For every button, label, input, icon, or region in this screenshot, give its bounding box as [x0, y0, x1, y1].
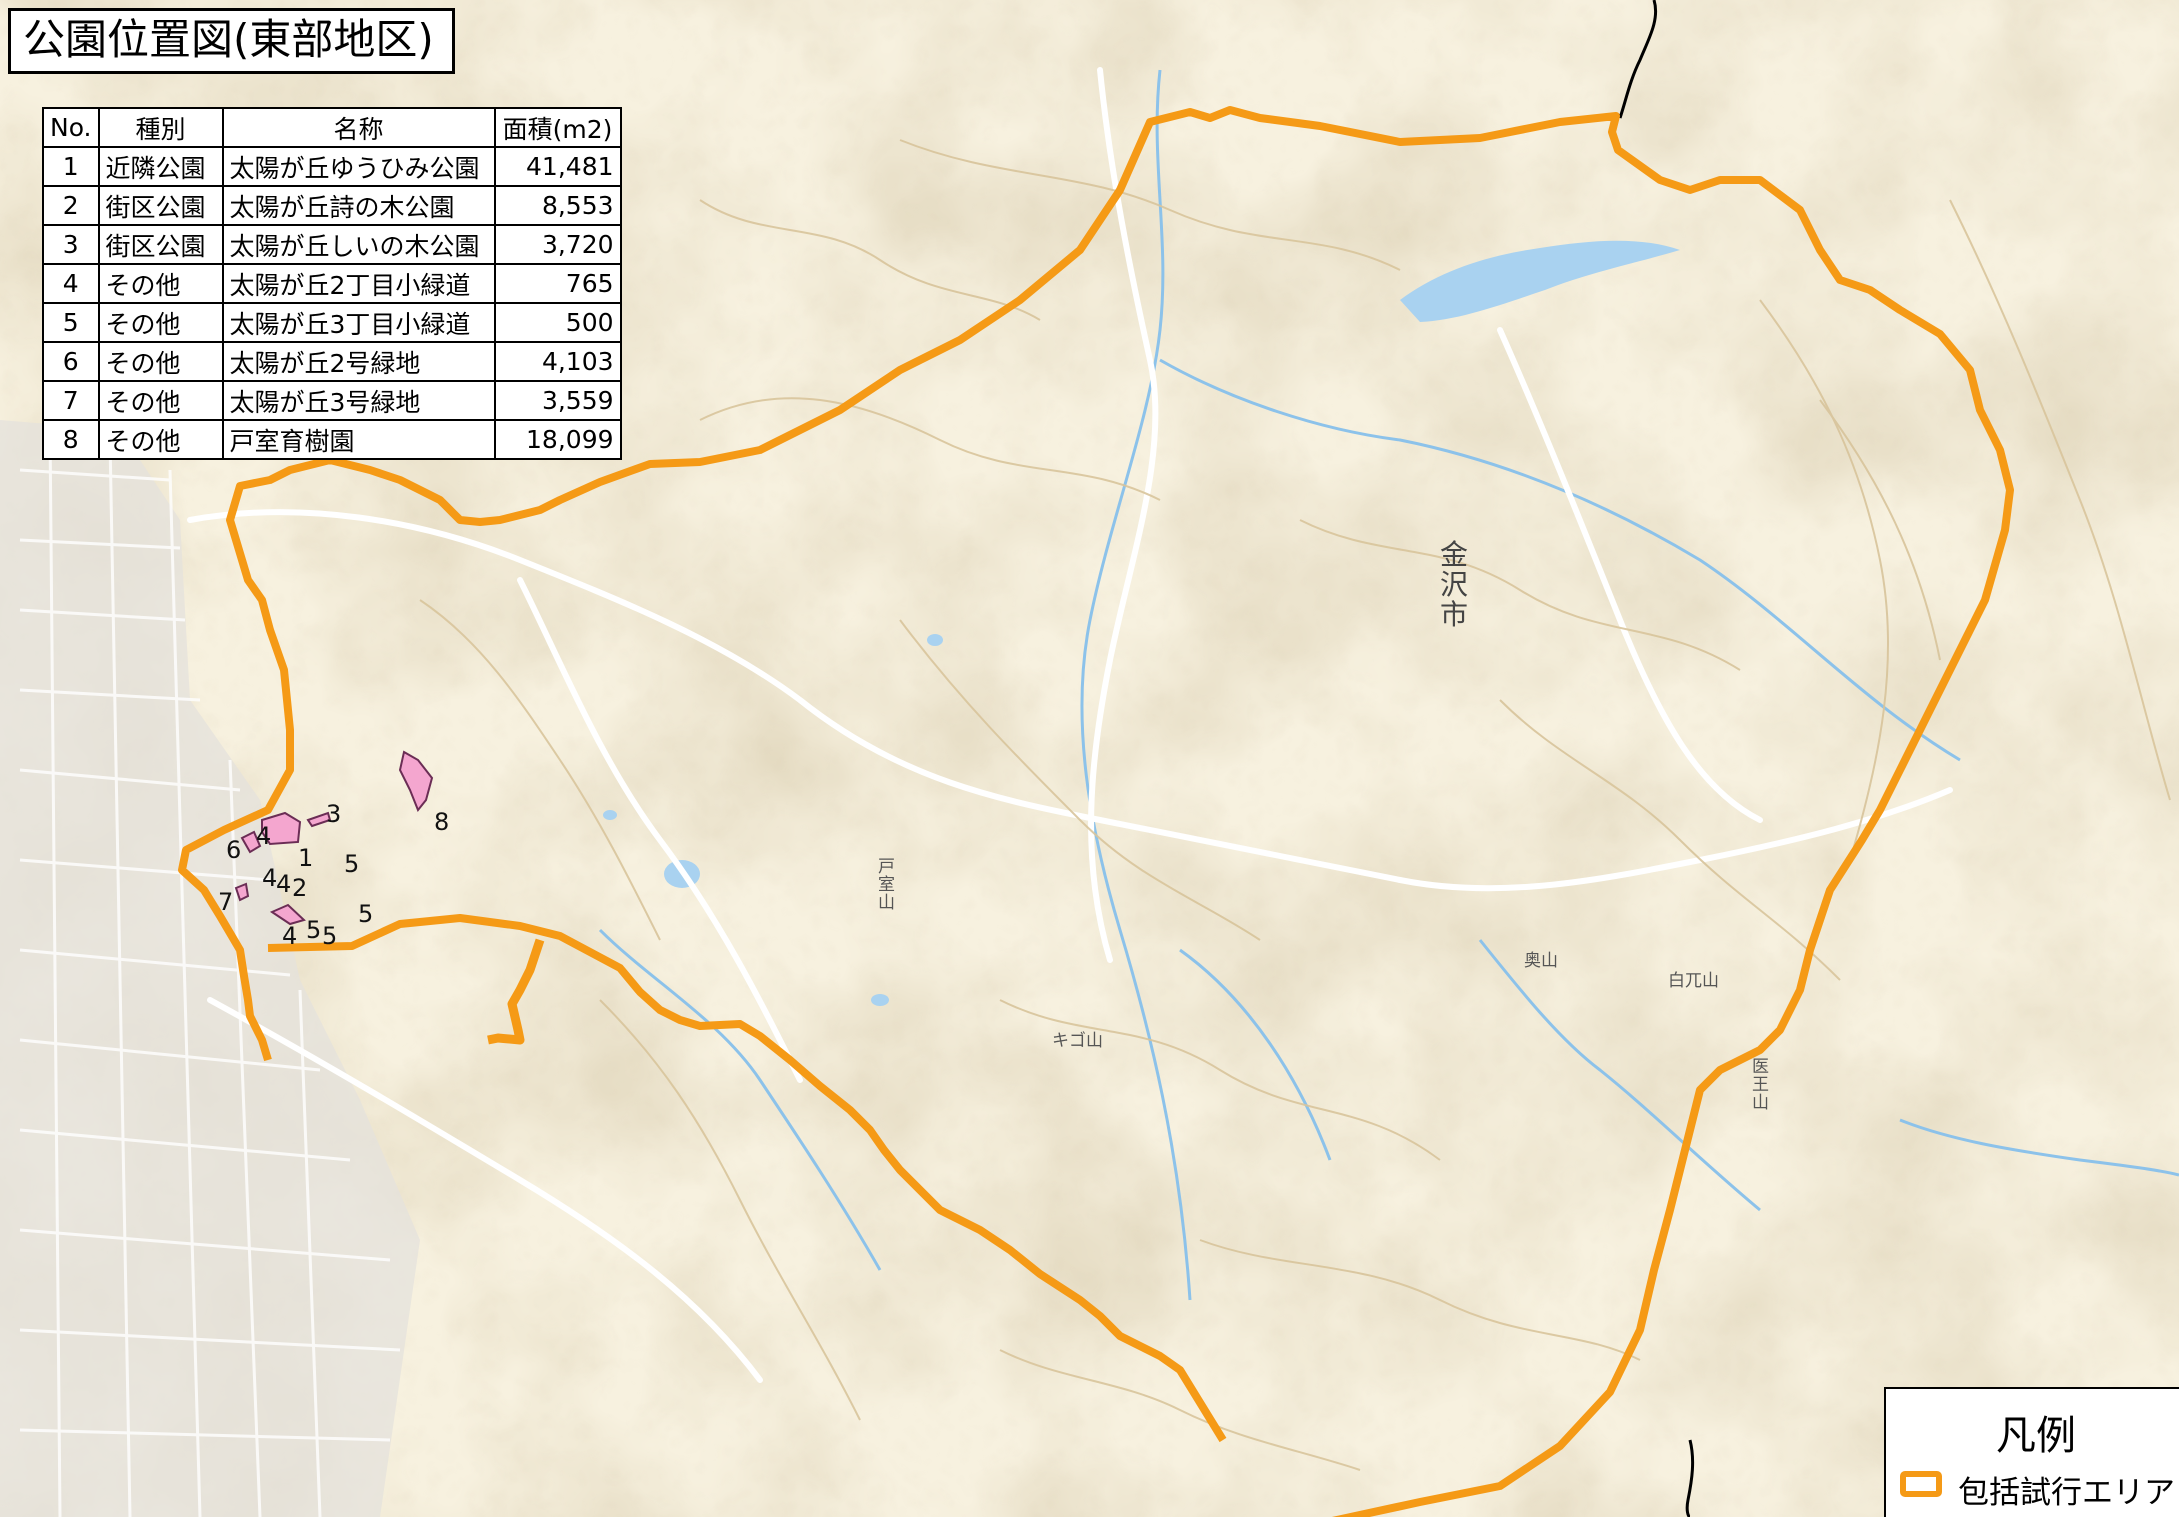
cell-name: 太陽が丘3丁目小緑道 — [221, 302, 496, 343]
table-row: 2 街区公園 太陽が丘詩の木公園 8,553 — [42, 185, 622, 226]
city-boundary-north — [1618, 0, 1658, 119]
contour-lines — [419, 139, 2171, 1471]
cell-name: 太陽が丘ゆうひみ公園 — [221, 146, 496, 187]
cell-name: 太陽が丘詩の木公園 — [221, 185, 496, 226]
mountain-label-iou: 医王山 — [1752, 1057, 1769, 1113]
park-area-6 — [240, 830, 262, 854]
cell-area: 41,481 — [493, 146, 622, 187]
park-marker-4: 4 — [262, 864, 278, 892]
header-area: 面積(m2) — [493, 107, 622, 148]
cell-area: 18,099 — [493, 419, 622, 460]
pond — [927, 634, 943, 646]
inclusive-trial-area-boundary-south — [267, 914, 1227, 1443]
cell-name: 太陽が丘2丁目小緑道 — [221, 263, 496, 304]
header-kind: 種別 — [97, 107, 224, 148]
inclusive-trial-area-boundary — [178, 106, 2014, 1517]
cell-kind: その他 — [97, 341, 224, 382]
park-area-3 — [306, 811, 332, 828]
reservoir — [1400, 240, 1680, 322]
park-area-7 — [234, 882, 250, 902]
park-marker-4: 4 — [282, 922, 298, 950]
cell-kind: 街区公園 — [97, 185, 224, 226]
park-table: No. 種別 名称 面積(m2) 1 近隣公園 太陽が丘ゆうひみ公園 41,48… — [42, 107, 622, 460]
cell-no: 7 — [42, 380, 100, 421]
cell-kind: その他 — [97, 302, 224, 343]
park-marker-3: 3 — [326, 800, 342, 828]
table-row: 5 その他 太陽が丘3丁目小緑道 500 — [42, 302, 622, 343]
mountain-label-shirohyo: 白兀山 — [1668, 971, 1719, 991]
park-marker-2: 2 — [292, 874, 308, 902]
map-legend: 凡例 包括試行エリア — [1884, 1387, 2179, 1517]
park-marker-5: 5 — [322, 922, 338, 950]
mountain-label-kibu: キゴ山 — [1052, 1031, 1103, 1051]
park-marker-7: 7 — [218, 888, 234, 916]
cell-no: 6 — [42, 341, 100, 382]
table-row: 6 その他 太陽が丘2号緑地 4,103 — [42, 341, 622, 382]
cell-area: 8,553 — [493, 185, 622, 226]
cell-area: 500 — [493, 302, 622, 343]
table-row: 7 その他 太陽が丘3号緑地 3,559 — [42, 380, 622, 421]
city-boundary-south — [1685, 1439, 1695, 1517]
cell-kind: 街区公園 — [97, 224, 224, 265]
cell-kind: 近隣公園 — [97, 146, 224, 187]
park-area-8 — [398, 750, 434, 812]
park-marker-6: 6 — [226, 836, 242, 864]
park-marker-4: 4 — [256, 822, 272, 850]
legend-label-trial-area: 包括試行エリア — [1958, 1475, 2175, 1511]
park-area-1 — [261, 811, 302, 846]
cell-no: 3 — [42, 224, 100, 265]
park-areas — [234, 750, 434, 926]
table-row: 1 近隣公園 太陽が丘ゆうひみ公園 41,481 — [42, 146, 622, 187]
cell-name: 太陽が丘しいの木公園 — [221, 224, 496, 265]
park-area-2 — [269, 903, 306, 926]
cell-kind: その他 — [97, 419, 224, 460]
cell-area: 4,103 — [493, 341, 622, 382]
cell-area: 3,559 — [493, 380, 622, 421]
table-row: 8 その他 戸室育樹園 18,099 — [42, 419, 622, 460]
cell-name: 太陽が丘2号緑地 — [221, 341, 496, 382]
pond — [871, 994, 889, 1006]
cell-name: 戸室育樹園 — [221, 419, 496, 460]
city-label: 金沢市 — [1439, 538, 1468, 631]
header-name: 名称 — [221, 107, 496, 148]
cell-no: 8 — [42, 419, 100, 460]
park-marker-5: 5 — [306, 916, 322, 944]
mountain-label-okuyama: 奥山 — [1524, 951, 1558, 971]
inclusive-trial-area-spur — [487, 938, 545, 1045]
cell-no: 5 — [42, 302, 100, 343]
cell-no: 4 — [42, 263, 100, 304]
mountain-label-tomuro: 戸室山 — [878, 857, 895, 913]
cell-area: 765 — [493, 263, 622, 304]
table-header-row: No. 種別 名称 面積(m2) — [42, 107, 622, 148]
park-marker-8: 8 — [434, 808, 450, 836]
table-row: 3 街区公園 太陽が丘しいの木公園 3,720 — [42, 224, 622, 265]
urban-street-grid — [19, 429, 401, 1517]
page-title: 公園位置図(東部地区) — [8, 8, 455, 74]
park-marker-1: 1 — [298, 844, 314, 872]
header-no: No. — [42, 107, 100, 148]
cell-no: 2 — [42, 185, 100, 226]
cell-area: 3,720 — [493, 224, 622, 265]
cell-no: 1 — [42, 146, 100, 187]
legend-swatch-trial-area — [1900, 1471, 1942, 1497]
park-marker-5: 5 — [344, 850, 360, 878]
legend-title: 凡例 — [1996, 1413, 2076, 1459]
park-marker-4: 4 — [276, 870, 292, 898]
table-row: 4 その他 太陽が丘2丁目小緑道 765 — [42, 263, 622, 304]
pond — [603, 810, 617, 820]
cell-kind: その他 — [97, 380, 224, 421]
cell-name: 太陽が丘3号緑地 — [221, 380, 496, 421]
cell-kind: その他 — [97, 263, 224, 304]
park-marker-5: 5 — [358, 900, 374, 928]
